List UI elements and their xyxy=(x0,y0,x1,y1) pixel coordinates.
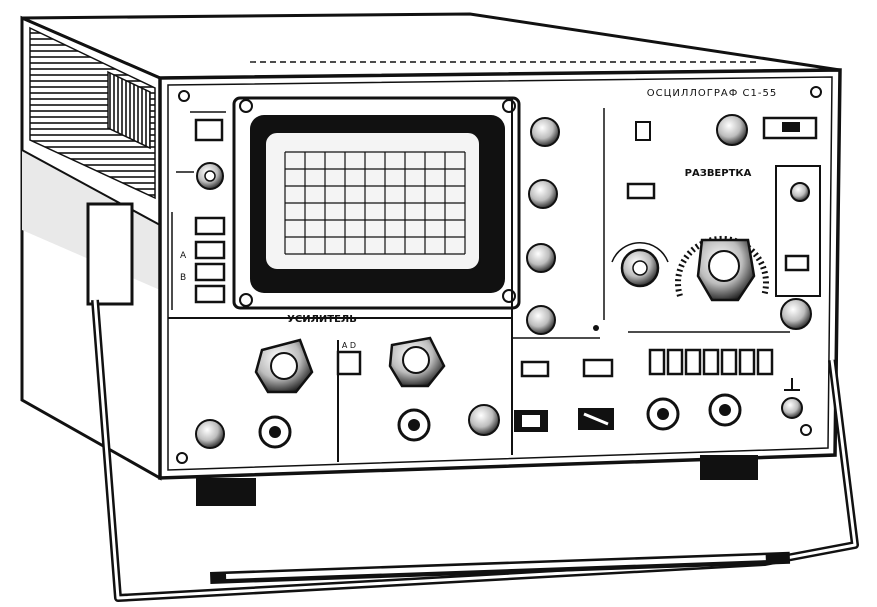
push-button-icon[interactable] xyxy=(756,348,774,376)
push-button-icon[interactable] xyxy=(582,358,614,378)
toggle-switch-icon[interactable] xyxy=(578,408,614,430)
amplifier-title: УСИЛИТЕЛЬ xyxy=(287,314,357,325)
position-knob-a[interactable] xyxy=(195,419,225,449)
push-button-icon[interactable] xyxy=(194,284,226,304)
ground-terminal-icon[interactable] xyxy=(781,378,803,419)
amplifier-section: УСИЛИТЕЛЬ A D xyxy=(168,314,512,464)
screw-icon xyxy=(239,293,253,307)
carry-handle xyxy=(86,202,859,602)
foot-left xyxy=(196,478,256,506)
screw-icon xyxy=(810,86,822,98)
push-button-row xyxy=(628,331,790,376)
position-knob-b[interactable] xyxy=(468,404,500,436)
sweep-section: ОСЦИЛЛОГРАФ С1-55 РАЗВЕРТКА xyxy=(603,86,822,436)
handle-hinge xyxy=(86,202,134,306)
power-switch[interactable] xyxy=(194,118,224,142)
foot-right xyxy=(700,455,758,480)
push-button-icon[interactable] xyxy=(702,348,720,376)
mode-buttons: A B xyxy=(180,216,226,304)
shift-y-knob[interactable] xyxy=(526,243,556,273)
push-button-icon[interactable] xyxy=(648,348,666,376)
push-button-icon[interactable] xyxy=(738,348,756,376)
crt-screen xyxy=(264,131,481,271)
push-button-icon[interactable] xyxy=(520,360,550,378)
bnc-connector-icon[interactable] xyxy=(397,408,431,442)
push-button-icon[interactable] xyxy=(194,240,226,260)
trigger-knob[interactable] xyxy=(790,182,810,202)
push-button-icon[interactable] xyxy=(194,262,226,282)
shift-x-knob[interactable] xyxy=(526,305,556,335)
push-button-icon[interactable] xyxy=(720,348,738,376)
toggle-switch-icon[interactable] xyxy=(635,121,651,141)
screw-icon xyxy=(178,90,190,102)
bnc-connector-icon[interactable] xyxy=(258,415,292,449)
model-plate: ОСЦИЛЛОГРАФ С1-55 xyxy=(647,88,777,99)
rear-grill xyxy=(107,70,151,150)
bnc-connector-icon[interactable] xyxy=(708,393,742,427)
calibration-knob[interactable] xyxy=(780,298,812,330)
push-button-icon[interactable] xyxy=(194,216,226,236)
key-b-label: B xyxy=(180,273,186,283)
crt-display xyxy=(232,96,521,310)
push-button-icon[interactable] xyxy=(626,182,656,200)
key-a-label: A xyxy=(180,251,187,261)
bnc-connector-icon[interactable] xyxy=(646,397,680,431)
toggle-switch-icon[interactable] xyxy=(514,410,548,432)
intensity-knob[interactable] xyxy=(530,117,560,147)
push-button-icon[interactable] xyxy=(666,348,684,376)
astig-knob[interactable] xyxy=(528,179,558,209)
push-button-icon[interactable] xyxy=(684,348,702,376)
level-knob[interactable] xyxy=(716,114,748,146)
sweep-title: РАЗВЕРТКА xyxy=(685,168,752,179)
screw-icon xyxy=(502,289,516,303)
left-column: A B xyxy=(171,90,226,310)
side-vents xyxy=(29,26,156,200)
key-ab-label: A D xyxy=(342,341,356,350)
time-div-scale xyxy=(675,235,769,297)
screw-icon xyxy=(502,99,516,113)
push-button-icon[interactable] xyxy=(784,254,810,272)
cabinet-top xyxy=(21,12,841,80)
crt-graticule xyxy=(284,151,466,255)
channel-switch[interactable] xyxy=(336,350,362,376)
screw-icon xyxy=(176,452,188,464)
screw-icon xyxy=(239,99,253,113)
center-knob-column xyxy=(511,98,614,455)
screw-icon xyxy=(800,424,812,436)
